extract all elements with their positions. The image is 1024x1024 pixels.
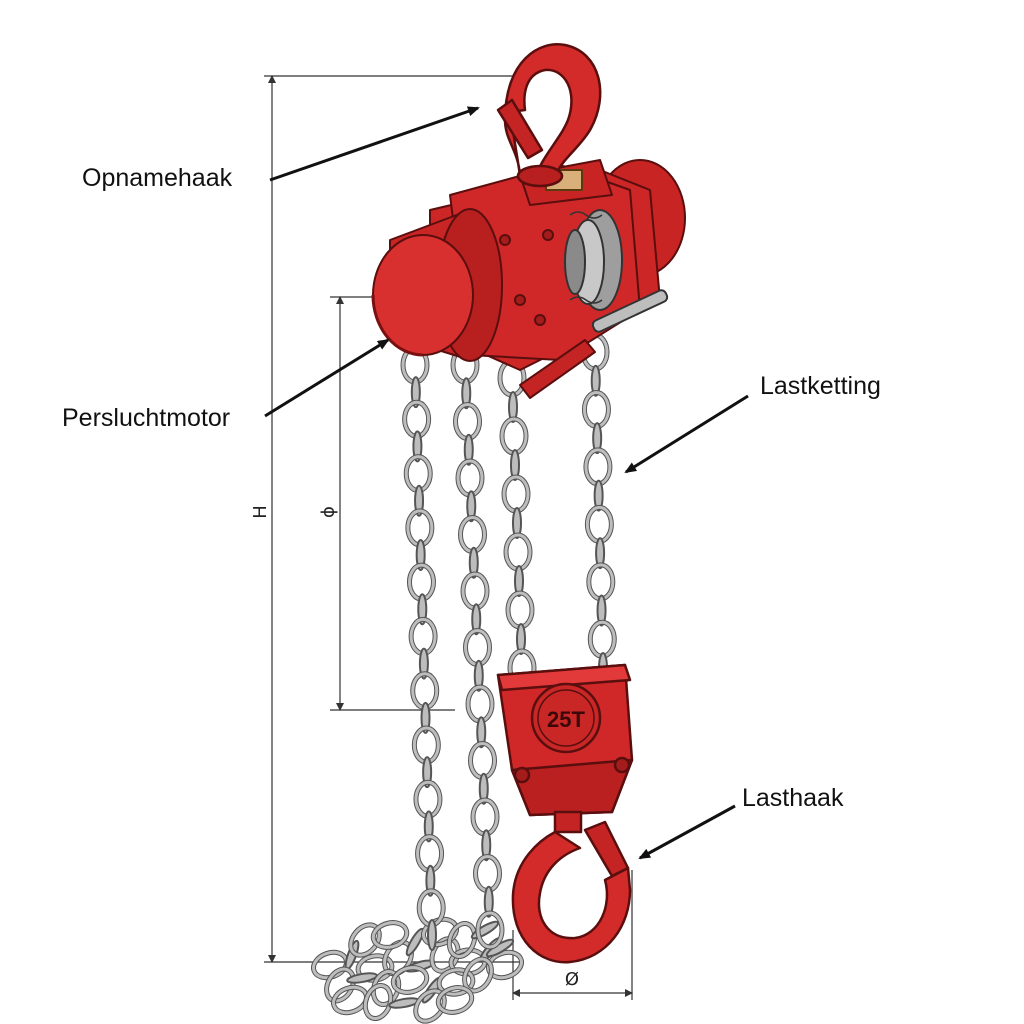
- chain-link: [585, 505, 613, 543]
- chain-link: [427, 919, 437, 951]
- chain-link: [463, 433, 474, 466]
- label-motor: Persluchtmotor: [62, 404, 231, 432]
- chain-link: [410, 376, 421, 409]
- chain-link: [459, 516, 486, 553]
- chain-link: [588, 620, 616, 658]
- chain-link: [422, 756, 433, 789]
- chain-link: [584, 448, 612, 486]
- dimension-chain-diameter-label: ϕ: [318, 506, 339, 518]
- chain-pile: [311, 916, 524, 1024]
- arrow-chain: [624, 394, 749, 474]
- chain-link: [471, 798, 499, 836]
- chain-link: [595, 537, 606, 570]
- label-top-hook: Opnamehaak: [82, 164, 233, 192]
- chain-link: [415, 539, 426, 571]
- chain-link: [514, 565, 524, 597]
- chain-link: [454, 403, 481, 440]
- top-hook: [496, 43, 602, 188]
- chain-link: [506, 591, 534, 629]
- chain-link: [418, 647, 429, 680]
- chain-link: [593, 479, 604, 512]
- chain-link: [481, 829, 492, 862]
- chain-link: [516, 623, 526, 655]
- arrow-top-hook: [269, 106, 480, 182]
- label-chain: Lastketting: [760, 372, 881, 400]
- chain-link: [510, 449, 520, 481]
- chain-link: [468, 546, 479, 579]
- chain-link: [412, 430, 423, 463]
- chain-link: [436, 986, 474, 1014]
- chain-link: [476, 716, 487, 749]
- chain-link: [476, 911, 504, 949]
- dimension-height-label: H: [250, 505, 271, 519]
- chain-link: [512, 507, 522, 539]
- chain-link: [461, 572, 489, 610]
- chain-link: [466, 685, 494, 723]
- chain-link: [456, 459, 484, 497]
- chain-link: [471, 603, 482, 636]
- chain-link: [447, 922, 477, 958]
- chain-link: [483, 885, 494, 918]
- chain-link: [474, 855, 501, 892]
- chain-link: [508, 391, 518, 423]
- chain-link: [590, 364, 601, 397]
- chain-link: [371, 921, 409, 949]
- chain-link: [464, 629, 491, 666]
- bottom-block: [496, 663, 634, 817]
- chain-link: [391, 966, 429, 994]
- chain-link: [587, 563, 615, 601]
- chain-link: [466, 490, 477, 523]
- chain-link: [592, 422, 603, 455]
- chain-link: [596, 594, 607, 627]
- chain-link: [478, 772, 489, 805]
- dimension-chain-diameter: [330, 296, 455, 711]
- load-hook: [511, 810, 632, 964]
- chain-link: [437, 968, 475, 996]
- label-load-hook: Lasthaak: [742, 784, 844, 812]
- arrow-motor: [264, 338, 390, 418]
- chain-link: [502, 475, 530, 513]
- capacity-badge: 25T: [547, 707, 585, 732]
- load-chain: [400, 332, 617, 951]
- chain-link: [461, 377, 472, 410]
- chain-link: [500, 417, 528, 455]
- chain-link: [469, 742, 496, 779]
- chain-link: [473, 659, 484, 692]
- hoist-body: [371, 159, 686, 399]
- arrow-load-hook: [638, 804, 736, 860]
- chain-link: [420, 701, 431, 734]
- chain-link: [504, 533, 532, 571]
- chain-link: [417, 593, 428, 626]
- chain-link: [423, 810, 434, 843]
- chain-link: [425, 864, 436, 897]
- callout-arrows: [264, 106, 749, 860]
- chain-link: [414, 484, 425, 517]
- chain-link: [582, 390, 610, 428]
- dimension-hook-opening-label: Ø: [565, 969, 579, 990]
